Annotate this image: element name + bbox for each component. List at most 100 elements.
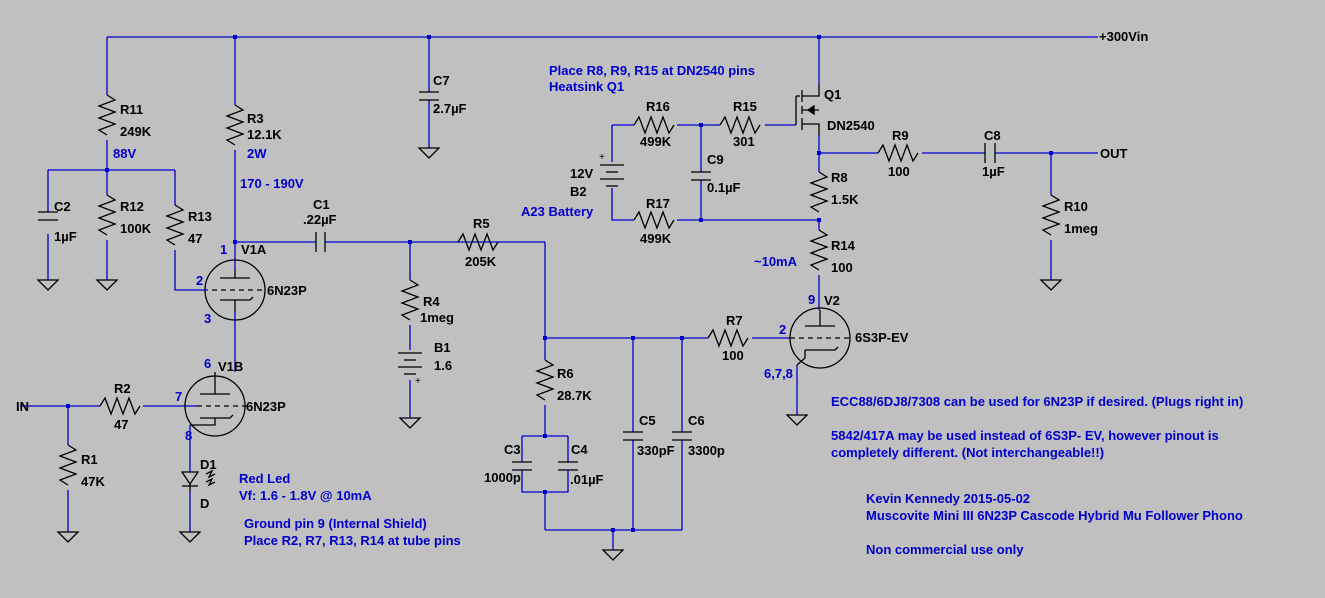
b2-description: A23 Battery bbox=[521, 204, 594, 219]
capacitor-c1 bbox=[315, 232, 326, 252]
led-note-line-1: Red Led bbox=[239, 471, 291, 486]
r12-value: 100K bbox=[120, 221, 152, 236]
tube-v1a bbox=[204, 259, 266, 321]
r4-name: R4 bbox=[423, 294, 440, 309]
ground-note-line-1: Ground pin 9 (Internal Shield) bbox=[244, 516, 427, 531]
resistor-r2 bbox=[99, 396, 141, 416]
v1a-value: 6N23P bbox=[267, 283, 307, 298]
v2-name: V2 bbox=[824, 293, 840, 308]
led-note-line-2: Vf: 1.6 - 1.8V @ 10mA bbox=[239, 488, 372, 503]
v1a-name: V1A bbox=[241, 242, 267, 257]
capacitor-c5 bbox=[623, 431, 643, 441]
capacitor-c8 bbox=[984, 143, 996, 163]
v1b-name: V1B bbox=[218, 359, 244, 374]
c1-name: C1 bbox=[313, 197, 330, 212]
c1-value: .22µF bbox=[303, 212, 337, 227]
wires bbox=[20, 36, 1098, 550]
svg-text:+: + bbox=[599, 152, 605, 163]
pin-v1b-7: 7 bbox=[175, 389, 183, 404]
substitution-note-1: ECC88/6DJ8/7308 can be used for 6N23P if… bbox=[831, 394, 1244, 409]
battery-polarity: ++ bbox=[415, 152, 605, 387]
voltage-88v: 88V bbox=[113, 146, 137, 161]
c9-value: 0.1µF bbox=[707, 180, 741, 195]
r10-name: R10 bbox=[1064, 199, 1088, 214]
c5-name: C5 bbox=[639, 413, 656, 428]
credit-author: Kevin Kennedy 2015-05-02 bbox=[866, 491, 1031, 506]
r16-value: 499K bbox=[640, 134, 672, 149]
r3-name: R3 bbox=[247, 111, 264, 126]
c9-name: C9 bbox=[707, 152, 724, 167]
r9-name: R9 bbox=[892, 128, 909, 143]
ground-1 bbox=[36, 279, 60, 291]
voltage-170-190v: 170 - 190V bbox=[240, 176, 304, 191]
resistor-r13 bbox=[165, 204, 185, 246]
ground-4 bbox=[398, 417, 422, 429]
r5-name: R5 bbox=[473, 216, 490, 231]
pin-v1b-6: 6 bbox=[204, 356, 212, 371]
mosfet-q1 bbox=[795, 85, 820, 135]
r14-value: 100 bbox=[831, 260, 853, 275]
components bbox=[36, 85, 1063, 561]
c6-value: 3300p bbox=[688, 443, 725, 458]
resistor-r3 bbox=[225, 104, 245, 146]
r8-name: R8 bbox=[831, 170, 848, 185]
tube-v1b bbox=[184, 372, 247, 437]
r5-value: 205K bbox=[465, 254, 497, 269]
resistor-r9 bbox=[877, 143, 919, 163]
capacitor-c2 bbox=[38, 211, 58, 221]
c4-name: C4 bbox=[571, 442, 588, 457]
ground-8 bbox=[785, 414, 809, 426]
resistor-r12 bbox=[97, 194, 117, 236]
place-note-line-1: Place R8, R9, R15 at DN2540 pins bbox=[549, 63, 755, 78]
r4-value: 1meg bbox=[420, 310, 454, 325]
c2-value: 1µF bbox=[54, 229, 77, 244]
output-net-label: OUT bbox=[1100, 146, 1128, 161]
q1-value: DN2540 bbox=[827, 118, 875, 133]
r2-name: R2 bbox=[114, 381, 131, 396]
resistor-r1 bbox=[58, 444, 78, 486]
r15-value: 301 bbox=[733, 134, 755, 149]
ground-7 bbox=[178, 531, 202, 543]
r9-value: 100 bbox=[888, 164, 910, 179]
resistor-r7 bbox=[707, 328, 749, 348]
pin-v1a-1: 1 bbox=[220, 242, 228, 257]
current-10ma: ~10mA bbox=[754, 254, 797, 269]
resistor-r6 bbox=[535, 359, 555, 401]
r13-name: R13 bbox=[188, 209, 212, 224]
ground-9 bbox=[1039, 279, 1063, 291]
r1-name: R1 bbox=[81, 452, 98, 467]
r7-name: R7 bbox=[726, 313, 743, 328]
c2-name: C2 bbox=[54, 199, 71, 214]
ground-6 bbox=[56, 531, 80, 543]
r10-value: 1meg bbox=[1064, 221, 1098, 236]
b2-value: 12V bbox=[570, 166, 594, 181]
c7-value: 2.7µF bbox=[433, 101, 467, 116]
place-note-line-2: Heatsink Q1 bbox=[549, 79, 625, 94]
ground-2 bbox=[95, 279, 119, 291]
resistor-r5 bbox=[457, 232, 499, 252]
c8-value: 1µF bbox=[982, 164, 1005, 179]
pin-v2-678: 6,7,8 bbox=[764, 366, 793, 381]
r3-value: 12.1K bbox=[247, 127, 282, 142]
led-d1 bbox=[180, 469, 216, 492]
tube-v2 bbox=[789, 307, 851, 369]
r3-power-rating: 2W bbox=[247, 146, 267, 161]
capacitor-c9 bbox=[691, 171, 711, 181]
resistor-r10 bbox=[1041, 194, 1061, 236]
credit-license: Non commercial use only bbox=[866, 542, 1024, 557]
c7-name: C7 bbox=[433, 73, 450, 88]
r7-value: 100 bbox=[722, 348, 744, 363]
resistor-r4 bbox=[400, 279, 420, 321]
c4-value: .01µF bbox=[570, 472, 604, 487]
resistor-r11 bbox=[97, 94, 117, 136]
ground-5 bbox=[601, 549, 625, 561]
r16-name: R16 bbox=[646, 99, 670, 114]
capacitor-c6 bbox=[672, 431, 692, 441]
ground-note-line-2: Place R2, R7, R13, R14 at tube pins bbox=[244, 533, 461, 548]
battery-b1 bbox=[398, 352, 422, 375]
capacitor-c3 bbox=[512, 461, 532, 471]
substitution-note-2: 5842/417A may be used instead of 6S3P- E… bbox=[831, 428, 1219, 443]
junctions bbox=[66, 35, 1053, 532]
supply-net-label: +300Vin bbox=[1099, 29, 1149, 44]
